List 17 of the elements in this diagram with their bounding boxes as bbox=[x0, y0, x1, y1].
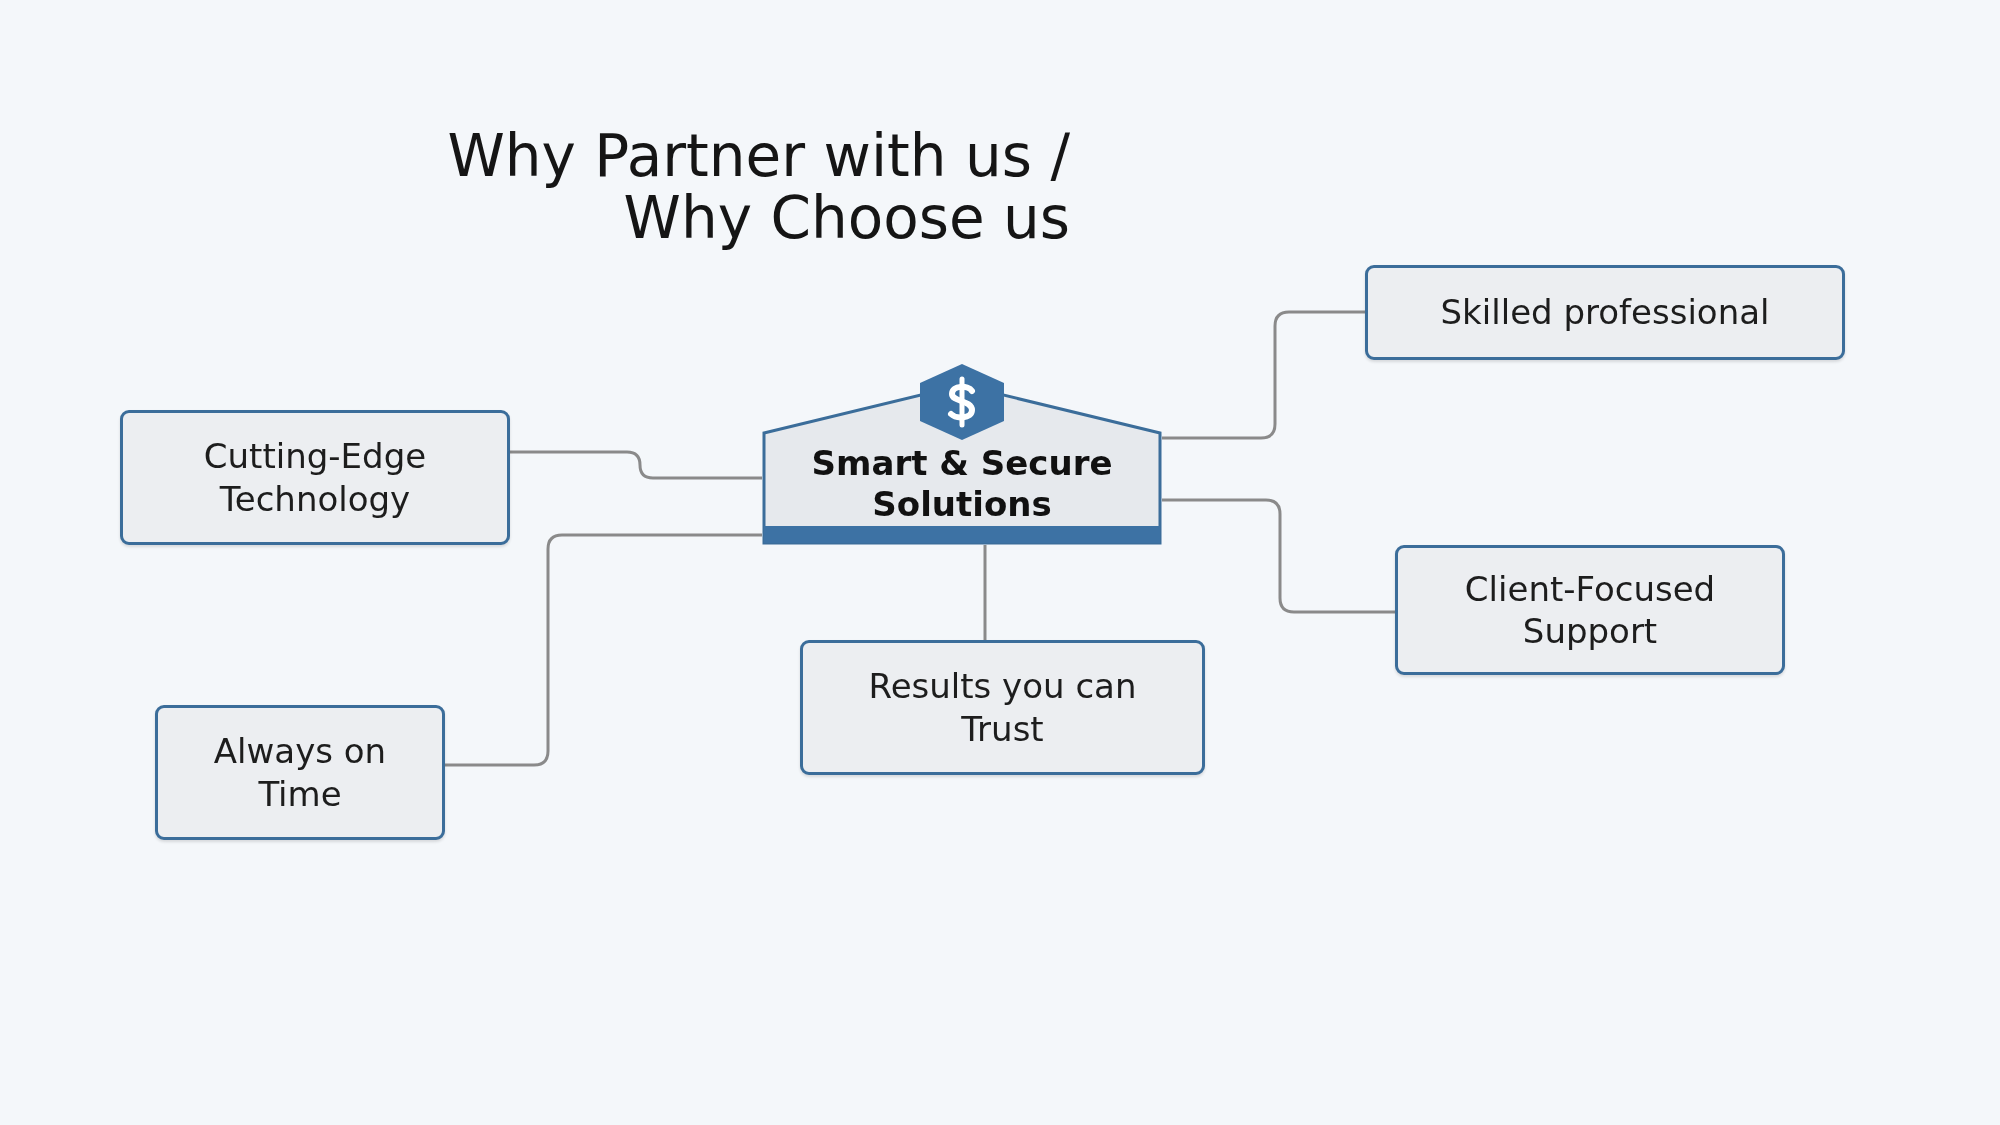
connector-line bbox=[983, 545, 987, 640]
connector-line bbox=[510, 450, 762, 480]
feature-box bbox=[800, 640, 1205, 775]
feature-label: Always on Time bbox=[212, 730, 388, 815]
diagram-title: Why Partner with us / Why Choose us bbox=[446, 125, 1070, 249]
hub-label: Smart & Secure Solutions bbox=[810, 444, 1114, 524]
connector-line bbox=[445, 533, 762, 767]
feature-box bbox=[120, 410, 510, 545]
feature-label: Results you can Trust bbox=[867, 665, 1138, 750]
feature-box bbox=[155, 705, 445, 840]
feature-box bbox=[1365, 265, 1845, 360]
connector-line bbox=[1162, 498, 1395, 614]
connector-line bbox=[1162, 310, 1365, 440]
feature-label: Client-Focused Support bbox=[1463, 567, 1717, 653]
feature-label: Cutting-Edge Technology bbox=[202, 435, 428, 520]
feature-box bbox=[1395, 545, 1785, 675]
feature-label: Skilled professional bbox=[1440, 291, 1770, 334]
